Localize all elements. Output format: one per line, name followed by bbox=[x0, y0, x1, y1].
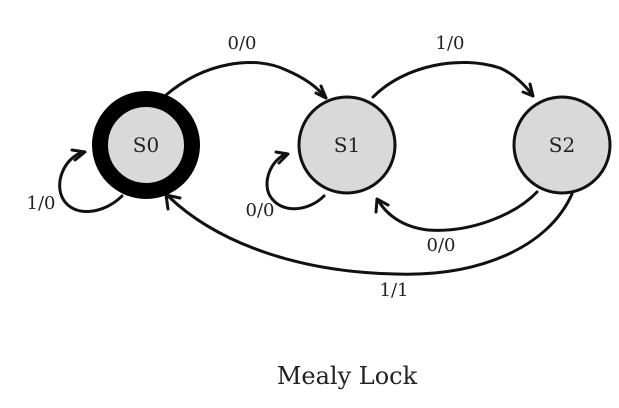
label-s2-s0: 1/1 bbox=[380, 280, 409, 301]
node-s1: S1 bbox=[297, 95, 397, 195]
edge-s2-s1 bbox=[376, 190, 539, 232]
label-s1-self: 0/0 bbox=[246, 200, 275, 221]
diagram-caption: Mealy Lock bbox=[277, 362, 418, 390]
state-circle-s1 bbox=[297, 95, 397, 195]
edge-labels: 0/0 1/0 1/0 0/0 0/0 1/1 bbox=[27, 33, 465, 301]
node-s0: S0 bbox=[92, 91, 200, 199]
edge-s2-s0 bbox=[166, 192, 574, 276]
edge-s1-s2 bbox=[371, 61, 535, 99]
state-circle-s0 bbox=[92, 91, 200, 199]
label-s2-s1: 0/0 bbox=[427, 235, 456, 256]
label-s0-s1: 0/0 bbox=[228, 33, 257, 54]
edge-s0-self bbox=[58, 150, 124, 213]
arrowhead-s1-self bbox=[274, 150, 290, 165]
arrowhead-s2-s1 bbox=[374, 197, 390, 214]
arrowhead-s0-s1 bbox=[314, 84, 328, 100]
state-label-s1: S1 bbox=[334, 133, 360, 157]
arrowhead-s1-s2 bbox=[521, 82, 535, 98]
edge-s1-self bbox=[265, 152, 326, 211]
state-label-s0: S0 bbox=[133, 133, 159, 157]
edge-s0-s1 bbox=[164, 60, 328, 100]
state-circle-s2 bbox=[512, 95, 612, 195]
label-s1-s2: 1/0 bbox=[436, 33, 465, 54]
arrowhead-s0-self bbox=[70, 148, 87, 162]
edges bbox=[58, 60, 574, 276]
label-s0-self: 1/0 bbox=[27, 193, 56, 214]
node-s2: S2 bbox=[512, 95, 612, 195]
state-label-s2: S2 bbox=[549, 133, 575, 157]
